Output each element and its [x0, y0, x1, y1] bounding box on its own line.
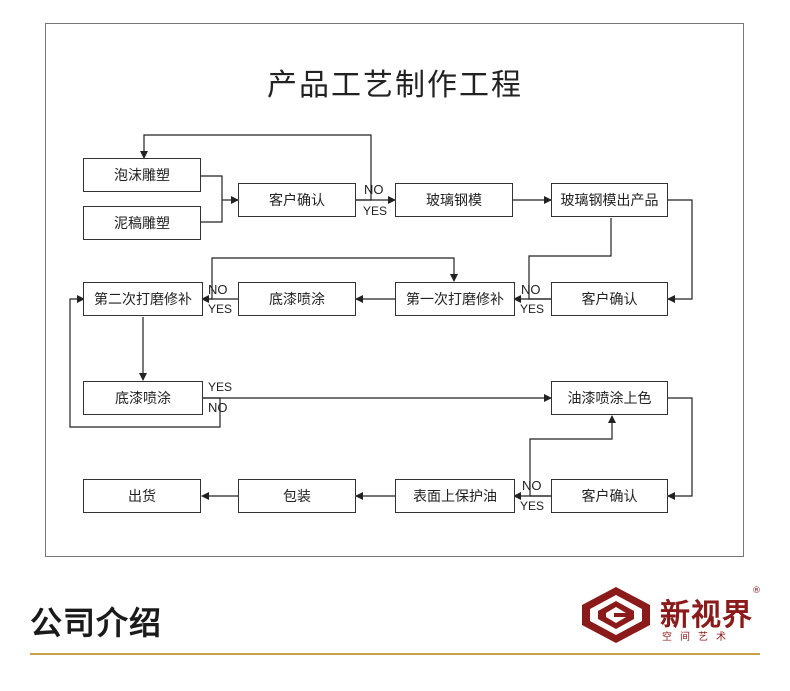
section-divider — [30, 653, 760, 655]
edge-product-confirm2 — [667, 199, 693, 303]
edge-foam-merge — [200, 175, 223, 200]
node-primer-spray-1: 底漆喷涂 — [238, 282, 356, 316]
label-yes-confirm1: YES — [363, 204, 388, 218]
node-first-polish: 第一次打磨修补 — [395, 282, 515, 316]
logo-mark-icon — [582, 587, 650, 643]
node-frp-mold-product: 玻璃钢模出产品 — [551, 183, 668, 217]
section-title: 公司介绍 — [30, 604, 163, 642]
node-primer-spray-2: 底漆喷涂 — [83, 381, 203, 415]
logo-subtitle: 空间艺术 — [662, 632, 734, 643]
label-no-confirm1: NO — [364, 182, 384, 197]
edge-confirm1-no-loop — [140, 134, 372, 201]
node-clay-sculpture: 泥稿雕塑 — [83, 206, 201, 240]
label-yes-second-polish: YES — [208, 302, 233, 316]
node-pack: 包装 — [238, 479, 356, 513]
node-ship: 出货 — [83, 479, 201, 513]
label-yes-confirm2: YES — [520, 302, 545, 316]
label-yes-primer2: YES — [208, 380, 233, 394]
node-foam-sculpture: 泡沫雕塑 — [83, 158, 201, 192]
edge-topcoat-confirm3 — [667, 397, 693, 500]
registered-mark: ® — [752, 586, 761, 596]
node-customer-confirm-1: 客户确认 — [238, 183, 356, 217]
node-paint-color: 油漆喷涂上色 — [551, 381, 668, 415]
edge-primer2-no — [69, 295, 221, 428]
logo-name: 新视界 — [660, 598, 753, 633]
label-yes-confirm3: YES — [520, 499, 545, 513]
node-customer-confirm-3: 客户确认 — [551, 479, 668, 513]
edge-second-no — [202, 257, 458, 300]
label-no-confirm3: NO — [522, 478, 542, 493]
node-customer-confirm-2: 客户确认 — [551, 282, 668, 316]
label-no-second-polish: NO — [208, 282, 228, 297]
diagram-title: 产品工艺制作工程 — [267, 68, 523, 103]
label-no-confirm2: NO — [521, 282, 541, 297]
node-second-polish: 第二次打磨修补 — [83, 282, 203, 316]
node-frp-mold: 玻璃钢模 — [395, 183, 513, 217]
label-no-primer2: NO — [208, 400, 228, 415]
edge-clay-merge — [200, 200, 223, 223]
node-protect-oil: 表面上保护油 — [395, 479, 515, 513]
